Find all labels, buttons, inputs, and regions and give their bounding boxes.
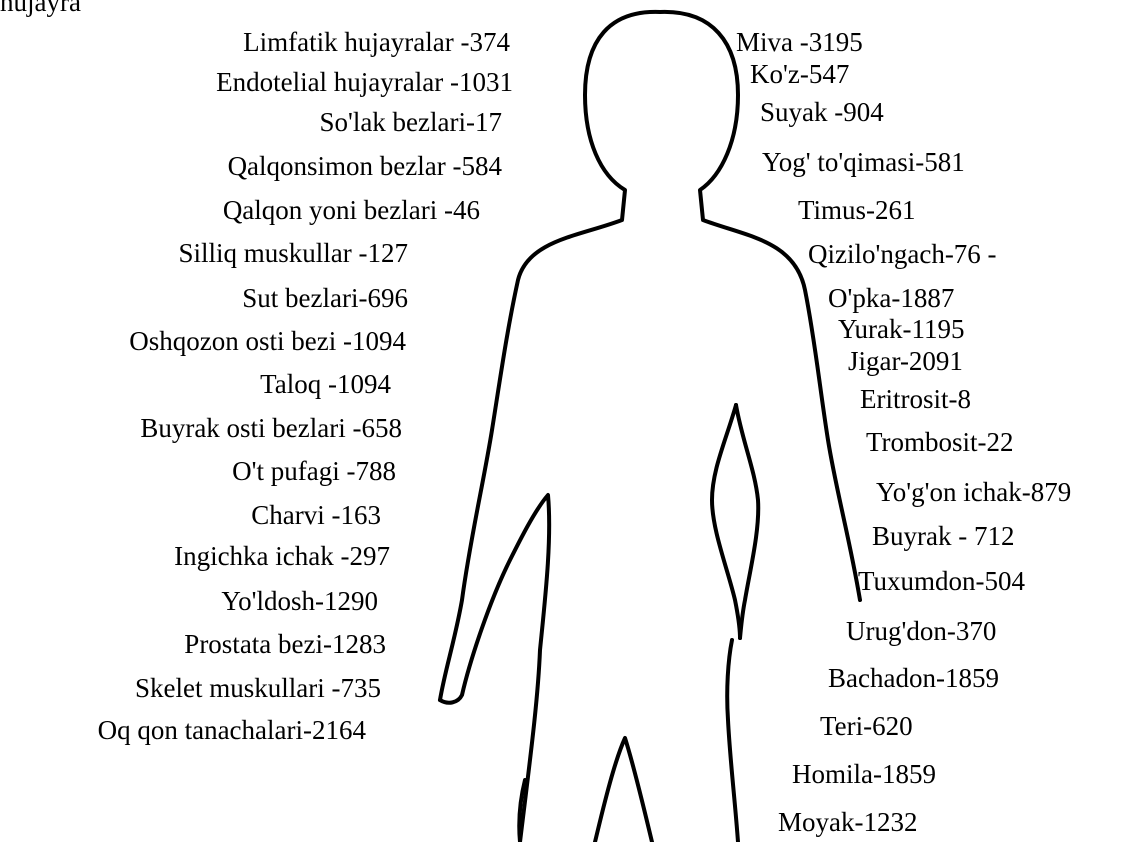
left-label: Charvi -163 xyxy=(251,499,381,531)
right-label: Jigar-2091 xyxy=(848,345,963,377)
right-label: Miva -3195 xyxy=(736,26,863,58)
right-label: Bachadon-1859 xyxy=(828,662,999,694)
left-label: O't pufagi -788 xyxy=(232,455,396,487)
left-label: So'lak bezlari-17 xyxy=(319,106,502,138)
left-label: Endotelial hujayralar -1031 xyxy=(216,66,513,98)
right-label: Suyak -904 xyxy=(760,96,884,128)
left-label: Buyrak osti bezlari -658 xyxy=(140,412,402,444)
right-label: Trombosit-22 xyxy=(866,426,1014,458)
left-label: Oq qon tanachalari-2164 xyxy=(98,714,366,746)
crotch-outline xyxy=(595,738,652,842)
left-arm-outline xyxy=(440,495,549,842)
left-label: Qalqon yoni bezlari -46 xyxy=(223,194,480,226)
left-label: Ingichka ichak -297 xyxy=(174,540,390,572)
left-label: Sut bezlari-696 xyxy=(242,282,408,314)
left-label: Oshqozon osti bezi -1094 xyxy=(129,325,406,357)
right-label: Buyrak - 712 xyxy=(872,520,1014,552)
right-label: Qizilo'ngach-76 - xyxy=(808,238,997,270)
right-label: Yo'g'on ichak-879 xyxy=(876,476,1071,508)
right-arm-outer xyxy=(736,405,758,638)
right-leg-outline xyxy=(727,640,738,842)
right-arm-inner xyxy=(712,405,740,638)
left-label: Limfatik hujayralar -374 xyxy=(243,26,510,58)
left-label: Skelet muskullari -735 xyxy=(135,672,381,704)
right-label: Yurak-1195 xyxy=(838,313,964,345)
left-label: Prostata bezi-1283 xyxy=(184,628,386,660)
corner-caption: hujayra xyxy=(0,0,81,18)
right-label: Eritrosit-8 xyxy=(860,383,971,415)
right-label: O'pka-1887 xyxy=(828,282,954,314)
right-label: Teri-620 xyxy=(820,710,913,742)
right-label: Tuxumdon-504 xyxy=(858,565,1025,597)
right-label: Homila-1859 xyxy=(792,758,936,790)
right-label: Moyak-1232 xyxy=(778,806,917,838)
right-label: Yog' to'qimasi-581 xyxy=(762,146,965,178)
right-label: Urug'don-370 xyxy=(846,615,996,647)
left-label: Qalqonsimon bezlar -584 xyxy=(228,150,502,182)
right-label: Timus-261 xyxy=(798,194,916,226)
left-label: Taloq -1094 xyxy=(260,368,391,400)
left-label: Yo'ldosh-1290 xyxy=(221,585,378,617)
right-label: Ko'z-547 xyxy=(750,58,849,90)
left-label: Silliq muskullar -127 xyxy=(179,237,409,269)
